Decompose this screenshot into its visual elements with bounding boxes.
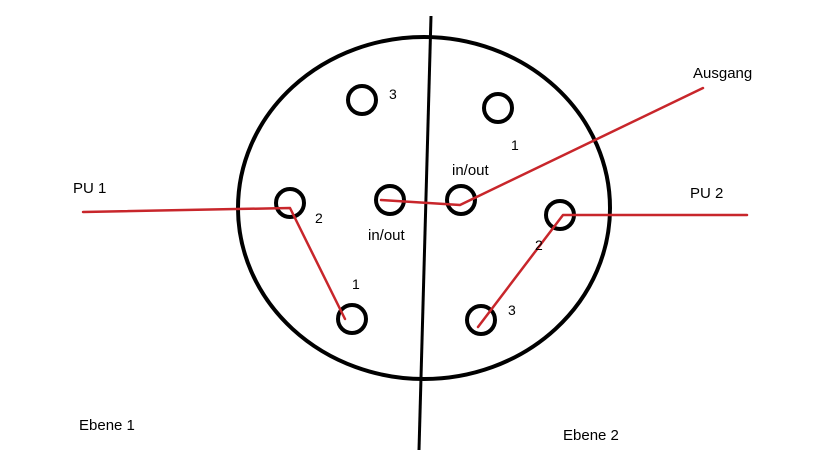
contact-deck2-pos1: [482, 92, 514, 124]
label-pu2: PU 2: [690, 185, 723, 202]
contact-deck1-pos1: [336, 303, 368, 335]
label-inout-right: in/out: [452, 162, 490, 179]
contact-deck2-common: [445, 184, 477, 216]
contact-deck1-common: [374, 184, 406, 216]
wire-ausgang: [379, 86, 705, 207]
label-ausgang: Ausgang: [693, 65, 752, 82]
contact-deck1-pos3: [346, 84, 378, 116]
label-deck2-pos3: 3: [508, 302, 516, 318]
label-deck1-pos2: 2: [315, 210, 323, 226]
label-deck2-pos1: 1: [511, 137, 519, 153]
contact-deck1-pos2: [274, 187, 306, 219]
label-inout-left: in/out: [368, 227, 406, 244]
wires: [81, 86, 749, 329]
label-ebene1: Ebene 1: [79, 417, 135, 434]
label-deck2-pos2: 2: [535, 237, 543, 253]
label-ebene2: Ebene 2: [563, 427, 619, 444]
deck-divider-line: [417, 15, 433, 451]
label-pu1: PU 1: [73, 180, 106, 197]
switch-body-circle: [236, 35, 612, 381]
contact-deck2-pos3: [465, 304, 497, 336]
wire-pu2: [476, 213, 749, 329]
wire-pu1: [81, 206, 347, 321]
label-deck1-pos1: 1: [352, 276, 360, 292]
label-deck1-pos3: 3: [389, 86, 397, 102]
